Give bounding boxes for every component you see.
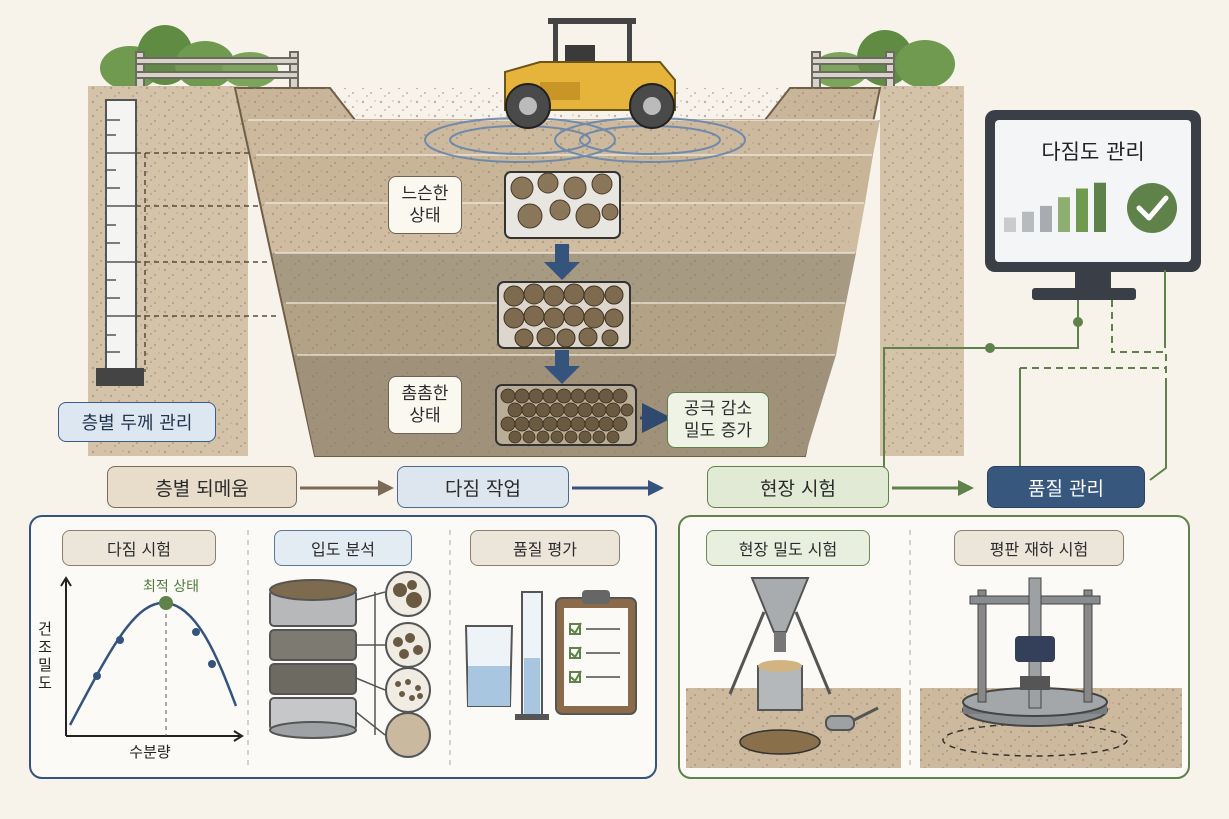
optimum-state-label: 최적 상태: [143, 579, 199, 595]
layer-thickness-label: 층별 두께 관리: [58, 402, 216, 442]
medium-particles-box: [497, 281, 631, 349]
step-field-test: 현장 시험: [707, 466, 889, 508]
loose-particles-box: [504, 171, 621, 239]
monitor-bar-chart: [1004, 182, 1106, 232]
monitor-bar: [1076, 188, 1088, 232]
monitor-bar: [1022, 211, 1034, 232]
gradation-title: 입도 분석: [274, 530, 412, 566]
monitor-connectors: [883, 270, 1167, 481]
x-axis-label: 수분량: [129, 742, 171, 761]
compaction-down-arrows: [544, 244, 580, 384]
compaction-curve-chart: [60, 576, 244, 742]
plate-load-test-icon: [920, 577, 1182, 768]
monitor-bar: [1058, 197, 1070, 232]
field-density-test-title: 현장 밀도 시험: [706, 530, 870, 566]
process-arrows: [300, 480, 974, 496]
step-quality-control: 품질 관리: [987, 466, 1145, 508]
compaction-test-title: 다짐 시험: [62, 530, 216, 566]
monitor-title: 다짐도 관리: [1041, 140, 1145, 164]
left-fence: [135, 51, 299, 91]
clipboard-checklist-icon: [555, 590, 637, 715]
step-backfill: 층별 되메움: [107, 466, 297, 508]
loose-state-label: 느슨한 상태: [388, 176, 462, 234]
step-compaction: 다짐 작업: [397, 466, 569, 508]
check-circle-icon: [1127, 183, 1177, 233]
monitor-bar: [1094, 182, 1106, 232]
monitor-bar: [1004, 217, 1016, 232]
measuring-rod-icon: [96, 99, 280, 386]
quality-eval-title: 품질 평가: [470, 530, 620, 566]
dense-particles-box: [495, 384, 637, 446]
dense-state-label: 촘촘한 상태: [388, 376, 462, 434]
roller-compactor-icon: [504, 18, 676, 129]
y-axis-label: 건조밀도: [38, 620, 52, 692]
plate-load-test-title: 평판 재하 시험: [954, 530, 1124, 566]
lab-glassware-icon: [464, 591, 549, 720]
void-reduction-label: 공극 감소 밀도 증가: [667, 392, 769, 448]
sieve-stack-icon: [269, 571, 431, 758]
monitor-bar: [1040, 205, 1052, 232]
sand-cone-test-icon: [686, 577, 901, 768]
